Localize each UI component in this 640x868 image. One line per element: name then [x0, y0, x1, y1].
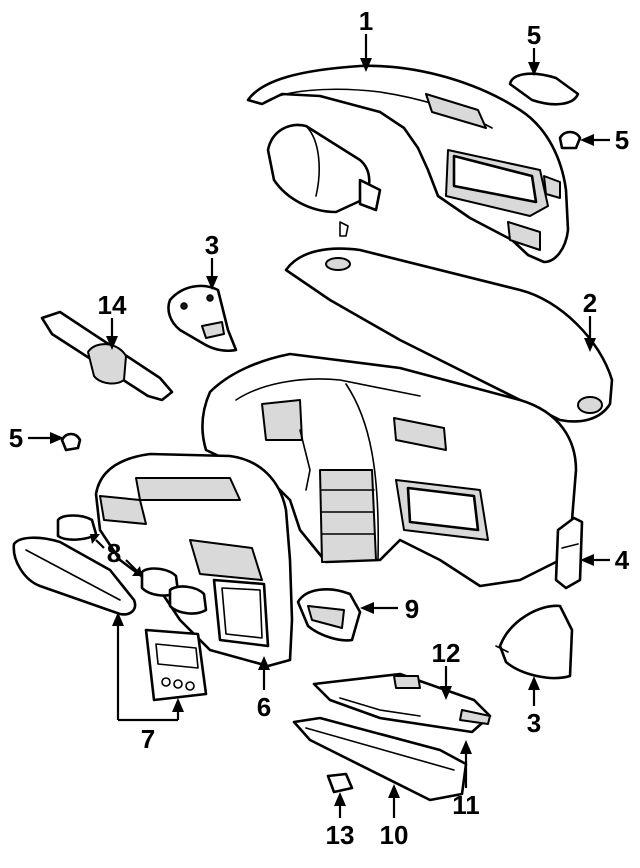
callout-7: 7	[141, 724, 155, 754]
part-11-glovebox-door	[292, 716, 468, 802]
part-9-vent	[296, 588, 362, 642]
part-3-side-cap-upper	[167, 284, 238, 353]
callout-11: 11	[452, 790, 480, 820]
callout-3-upper: 3	[205, 230, 219, 260]
leader-lines	[28, 34, 610, 818]
callout-13: 13	[326, 820, 355, 850]
callout-5-left: 5	[9, 423, 23, 453]
part-13-latch	[326, 772, 354, 794]
part-14-air-duct	[40, 310, 174, 402]
airbag-module	[266, 123, 382, 237]
part-2-top-cover	[284, 247, 614, 423]
callout-8: 8	[107, 538, 121, 568]
part-5-cap-right	[558, 130, 582, 150]
callout-14: 14	[98, 290, 127, 320]
callout-2: 2	[583, 288, 597, 318]
part-5-clip-left	[60, 432, 82, 452]
callout-6: 6	[257, 692, 271, 722]
part-7-bezel-controls	[12, 536, 208, 702]
callout-4: 4	[615, 545, 630, 575]
part-4-bracket	[554, 516, 584, 590]
part-5-cover-top	[508, 72, 580, 106]
part-8-switches	[56, 514, 208, 615]
part-1-upper-pad	[246, 64, 570, 264]
part-12-glovebox-bin	[312, 672, 492, 734]
part-3-side-cap-lower	[495, 604, 574, 680]
callout-12: 12	[432, 638, 461, 668]
callout-labels: 1 2 3 3 4 5 5 5 6 7 8 9 10 11 12 13 14	[9, 6, 630, 850]
callout-5-right: 5	[615, 125, 629, 155]
instrument-panel-carrier	[201, 352, 578, 588]
callout-10: 10	[380, 820, 409, 850]
callout-1: 1	[359, 6, 373, 36]
callout-9: 9	[405, 594, 419, 624]
part-6-trim-bezel	[94, 452, 294, 668]
callout-5-top: 5	[527, 20, 541, 50]
callout-3-lower: 3	[527, 708, 541, 738]
